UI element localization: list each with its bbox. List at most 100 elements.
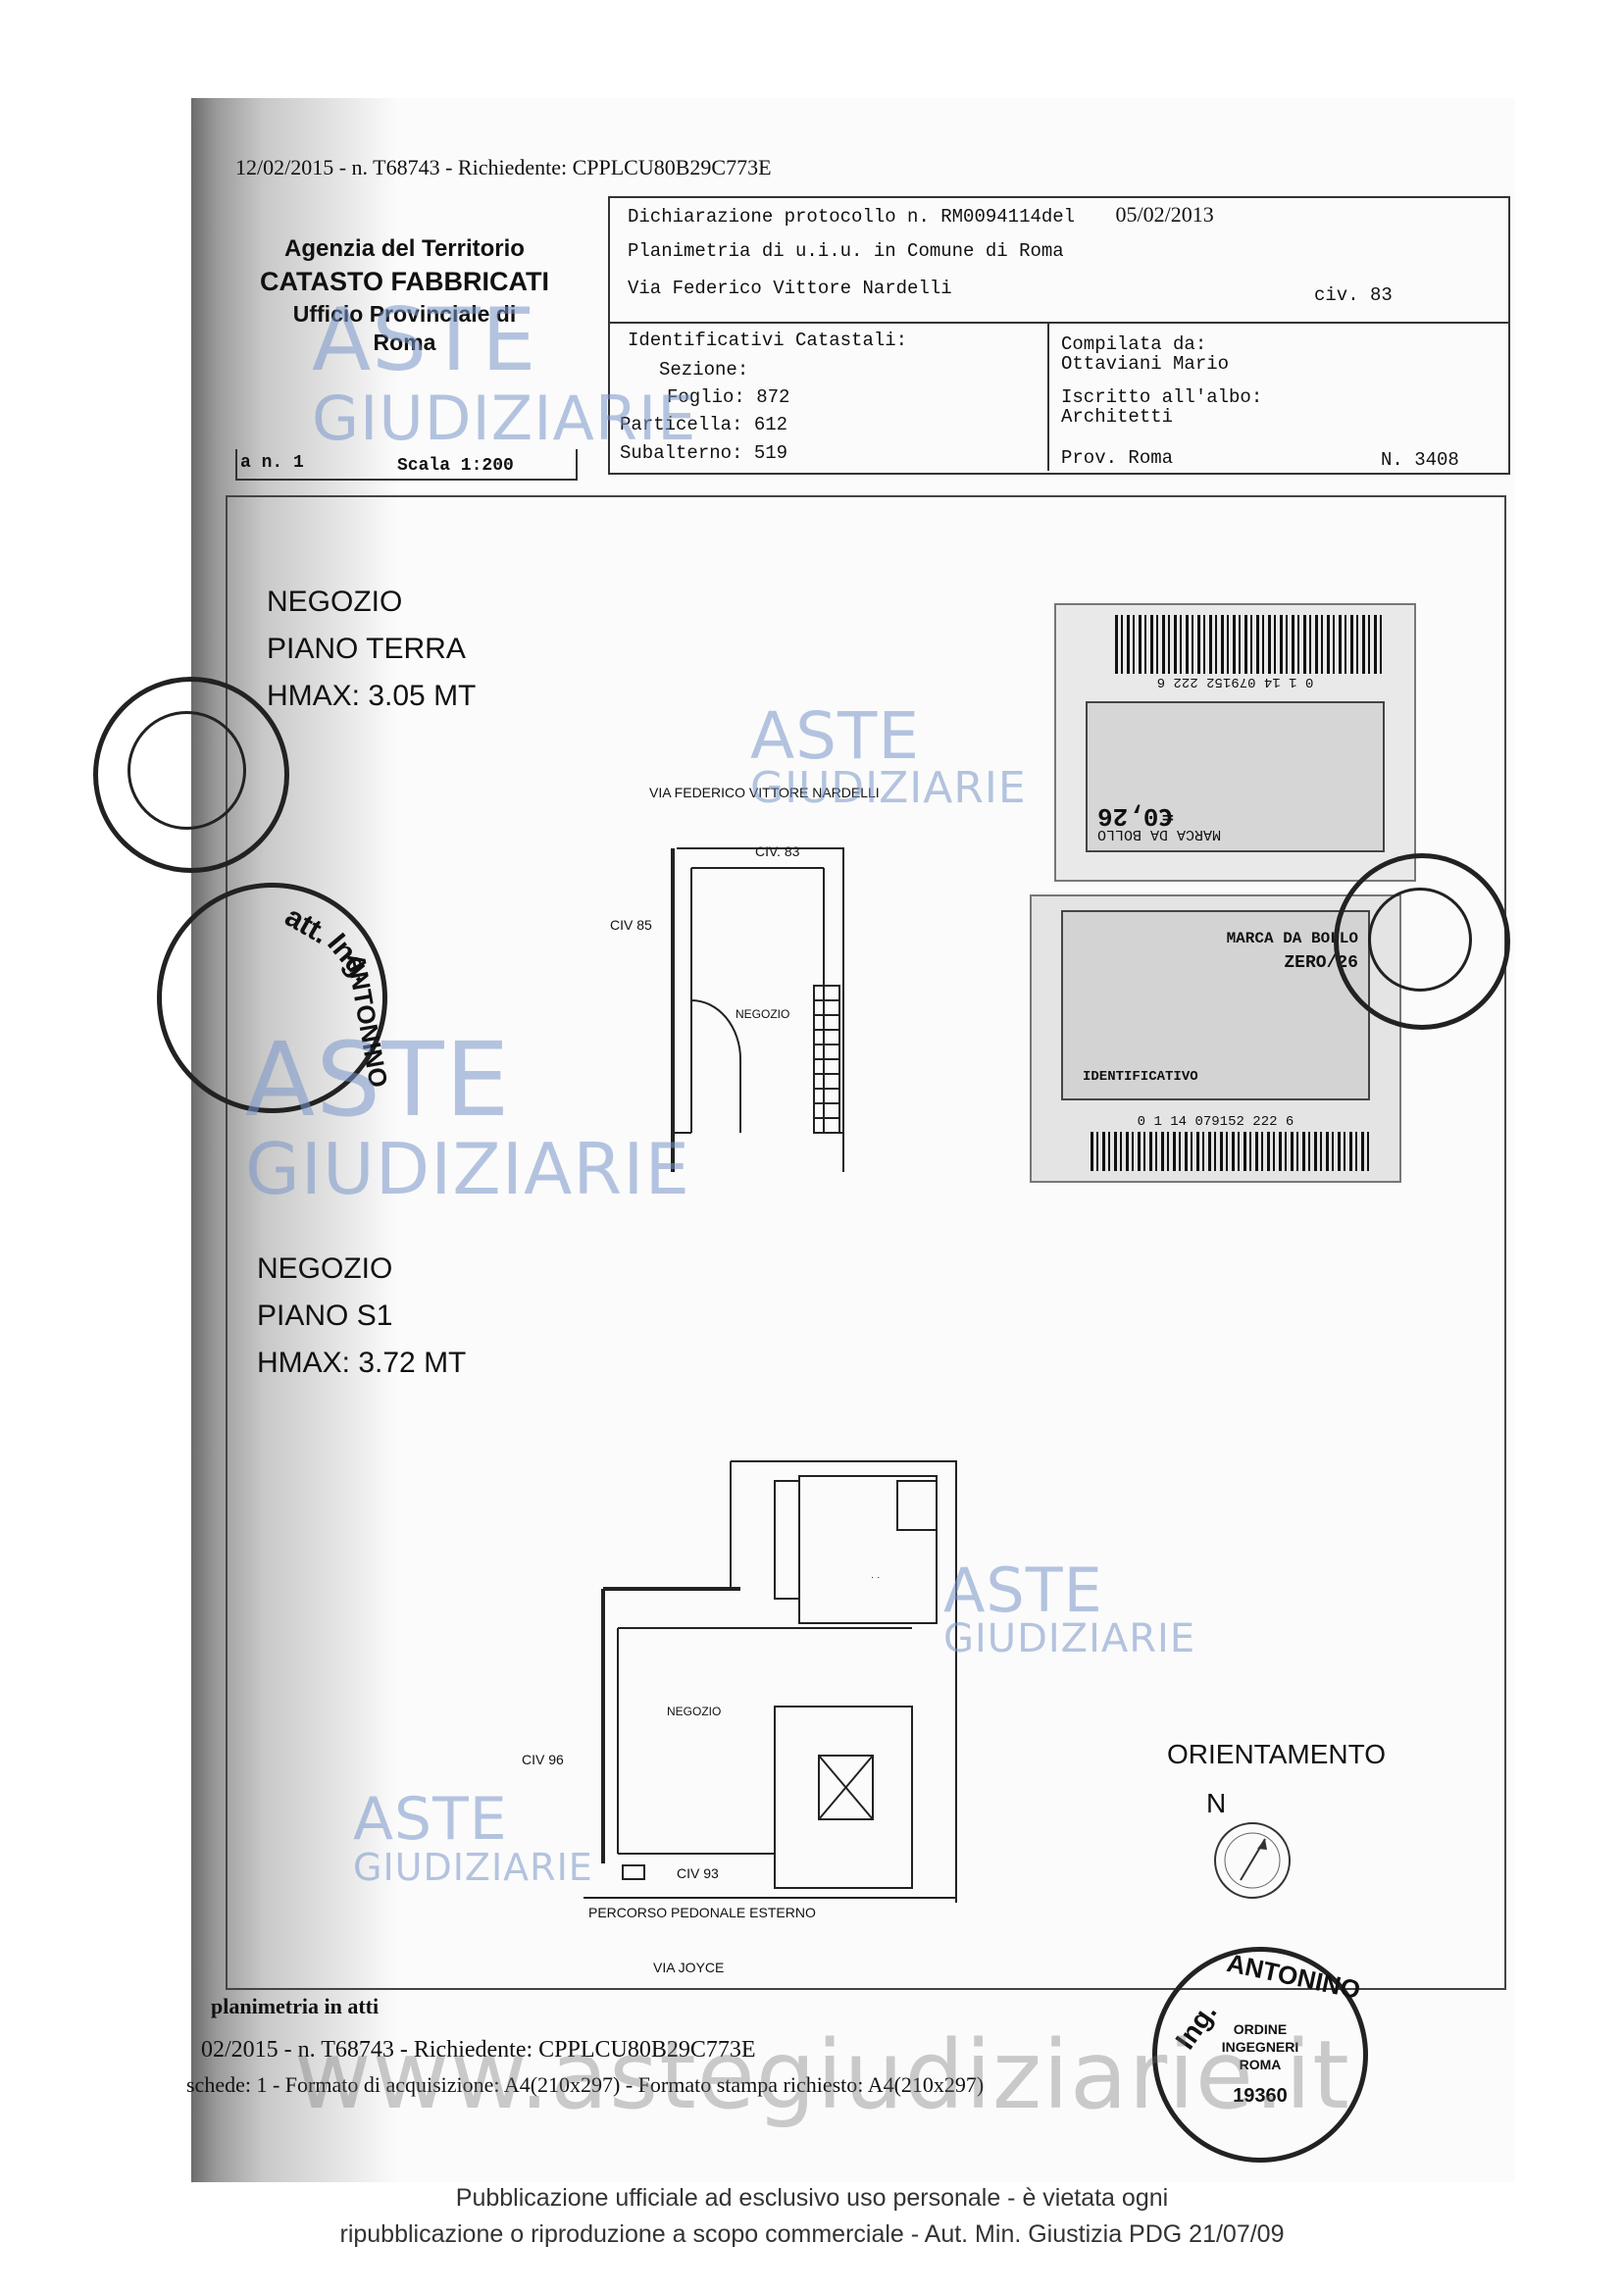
agency-block: Agenzia del Territorio CATASTO FABBRICAT… <box>235 235 574 356</box>
bs-closet <box>896 1480 938 1531</box>
iscritto-label: Iscritto all'albo: <box>1061 386 1263 408</box>
basement-plan <box>584 1460 957 1903</box>
ground-floor-label: NEGOZIO PIANO TERRA HMAX: 3.05 MT <box>267 579 476 720</box>
ground-floor-level: PIANO TERRA <box>267 633 466 665</box>
basement-civ-left: CIV 96 <box>522 1752 564 1767</box>
footer-line-1: Pubblicazione ufficiale ad esclusivo uso… <box>455 2184 1169 2212</box>
header-vdivider <box>1047 324 1049 471</box>
header-divider <box>608 322 1508 324</box>
declaration-del: del <box>1040 206 1076 228</box>
plan-title: Planimetria di u.i.u. in Comune di Roma <box>628 240 1064 262</box>
stamp-bottom-header: MARCA DA BOLLO <box>1226 930 1358 947</box>
drawing-frame <box>226 495 1506 1990</box>
stamp-bottom-barcode-text: 0 1 14 079152 222 6 <box>1137 1114 1294 1130</box>
engineer-right-number: 19360 <box>1233 2085 1288 2107</box>
iscritto-value: Architetti <box>1061 406 1174 428</box>
stamp-top-text: MARCA DA BOLLO <box>1097 826 1222 842</box>
tribunal-seal-right <box>1334 853 1510 1030</box>
watermark-giudiziarie: GIUDIZIARIE <box>750 763 1027 813</box>
gf-wall-outer <box>677 847 844 1172</box>
revenue-stamp-bottom: MARCA DA BOLLO ZERO/26 IDENTIFICATIVO 0 … <box>1030 894 1401 1183</box>
bs-wall-outer <box>731 1460 957 1903</box>
scala: Scala 1:200 <box>397 456 514 476</box>
ground-floor-plan <box>671 847 844 1172</box>
particella: Particella: 612 <box>620 414 788 435</box>
orientation-north: N <box>1206 1788 1227 1818</box>
stamp-top-barcode-text: 0 1 14 079152 222 6 <box>1156 674 1314 689</box>
bs-room-top <box>798 1475 938 1624</box>
engineer-stamp-right: Ing. ANTONINO ORDINE INGEGNERI ROMA 1936… <box>1152 1947 1368 2163</box>
declaration-number: Dichiarazione protocollo n. RM0094114 <box>628 206 1041 228</box>
sezione: Sezione: <box>659 359 749 381</box>
footer-line-2: ripubblicazione o riproduzione a scopo c… <box>339 2220 1285 2248</box>
print-line: 12/02/2015 - n. T68743 - Richiedente: CP… <box>235 155 772 179</box>
scale-box <box>235 449 578 481</box>
tribunal-seal-left <box>93 677 289 873</box>
scheda: a n. 1 <box>240 453 304 473</box>
barcode-icon <box>1091 1132 1370 1171</box>
footer: Pubblicazione ufficiale ad esclusivo uso… <box>0 2184 1624 2249</box>
watermark-site: www.astegiudiziarie.it <box>294 2020 1350 2130</box>
agency-line-3: Ufficio Provinciale di <box>292 301 517 327</box>
basement-path: PERCORSO PEDONALE ESTERNO <box>588 1905 816 1920</box>
watermark-giudiziarie: GIUDIZIARIE <box>353 1846 593 1889</box>
basement-level: PIANO S1 <box>257 1300 393 1332</box>
basement-street: VIA JOYCE <box>653 1960 725 1975</box>
basement-height: HMAX: 3.72 MT <box>257 1347 467 1379</box>
address: Via Federico Vittore Nardelli <box>628 278 952 299</box>
bottom-title: planimetria in atti <box>211 1994 380 2018</box>
watermark-aste: ASTE <box>312 289 537 390</box>
bottom-line-1: 02/2015 - n. T68743 - Richiedente: CPPLC… <box>201 2037 756 2063</box>
bottom-line-2: schede: 1 - Formato di acquisizione: A4(… <box>186 2072 985 2097</box>
watermark-giudiziarie: GIUDIZIARIE <box>245 1128 690 1210</box>
watermark-aste: ASTE <box>353 1785 508 1854</box>
engineer-stamp-left: att. Ing. ANTONINO <box>157 883 393 1113</box>
agency-line-1: Agenzia del Territorio <box>284 235 525 262</box>
bs-lift <box>818 1755 874 1820</box>
bs-entrance <box>622 1864 645 1880</box>
declaration: Dichiarazione protocollo n. RM0094114del… <box>628 202 1214 228</box>
basement-room: NEGOZIO <box>667 1705 722 1718</box>
engineer-right-ordine: ORDINE <box>1233 2021 1288 2037</box>
watermark-giudiziarie: GIUDIZIARIE <box>312 382 697 454</box>
ground-floor-use: NEGOZIO <box>267 586 403 618</box>
engineer-right-ingegneri: INGEGNERI <box>1221 2039 1299 2055</box>
engineer-right-order: ORDINE INGEGNERI ROMA 19360 <box>1157 2020 1363 2107</box>
watermark-aste: ASTE <box>245 1020 511 1140</box>
prov: Prov. Roma <box>1061 447 1174 469</box>
tribunal-seal-left-inner <box>127 711 246 830</box>
ground-floor-civ-left: CIV 85 <box>610 917 652 933</box>
ground-floor-height: HMAX: 3.05 MT <box>267 680 477 712</box>
basement-civ-bottom: CIV 93 <box>677 1865 719 1881</box>
foglio: Foglio: 872 <box>667 386 790 408</box>
stamp-top-body: €0,26 MARCA DA BOLLO <box>1086 701 1385 852</box>
ground-floor-street: VIA FEDERICO VITTORE NARDELLI <box>649 785 880 800</box>
watermark-giudiziarie: GIUDIZIARIE <box>943 1616 1196 1661</box>
stamp-bottom-code: IDENTIFICATIVO <box>1083 1069 1198 1085</box>
orientation-label: ORIENTAMENTO <box>1167 1739 1386 1769</box>
compilata-label: Compilata da: <box>1061 333 1207 355</box>
civic-number: civ. 83 <box>1314 284 1393 306</box>
tribunal-seal-right-inner <box>1368 888 1472 992</box>
declaration-date: 05/02/2013 <box>1115 202 1214 227</box>
header-frame <box>608 196 1510 475</box>
watermark-aste: ASTE <box>943 1555 1103 1626</box>
stamp-bottom-body: MARCA DA BOLLO ZERO/26 IDENTIFICATIVO <box>1061 910 1370 1100</box>
barcode-icon <box>1115 615 1385 674</box>
basement-label: NEGOZIO PIANO S1 HMAX: 3.72 MT <box>257 1246 466 1387</box>
subalterno: Subalterno: 519 <box>620 442 788 464</box>
ids-title: Identificativi Catastali: <box>628 330 908 351</box>
watermark-aste: ASTE <box>750 698 921 774</box>
revenue-stamp-top: 0 1 14 079152 222 6 €0,26 MARCA DA BOLLO <box>1054 603 1416 882</box>
basement-use: NEGOZIO <box>257 1252 393 1285</box>
numero: N. 3408 <box>1381 449 1459 471</box>
gf-arch <box>690 999 741 1133</box>
bs-stair-flight <box>774 1480 800 1600</box>
compass-icon <box>1214 1822 1291 1899</box>
bs-lift-cross <box>818 1755 874 1820</box>
ground-floor-room: NEGOZIO <box>736 1007 790 1021</box>
agency-line-2: CATASTO FABBRICATI <box>260 267 549 296</box>
compilata-name: Ottaviani Mario <box>1061 353 1230 375</box>
bs-stair-block <box>774 1706 913 1889</box>
agency-line-4: Roma <box>373 330 436 355</box>
